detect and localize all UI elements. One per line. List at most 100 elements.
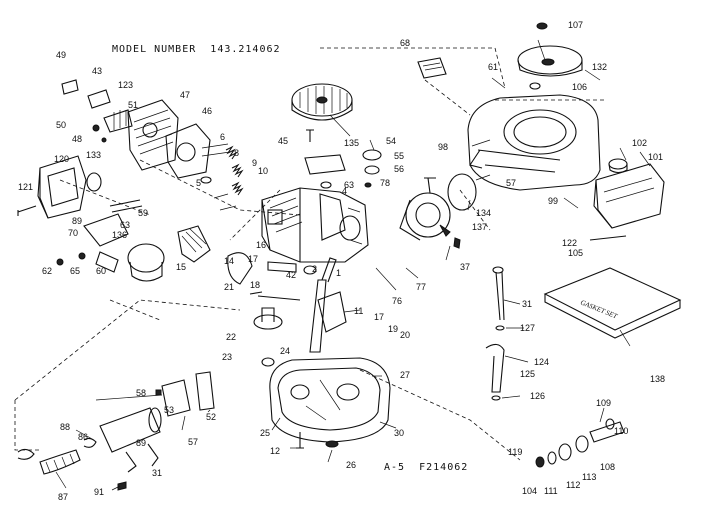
part-callout-104: 104 — [522, 486, 537, 496]
part-callout-2: 2 — [312, 264, 317, 274]
part-callout-48: 48 — [72, 134, 82, 144]
part-callout-11: 11 — [354, 306, 363, 316]
part-callout-77: 77 — [416, 282, 426, 292]
part-callout-89: 89 — [72, 216, 82, 226]
head-gasket — [165, 123, 211, 179]
washer-106 — [529, 82, 541, 90]
part-callout-27: 27 — [400, 370, 410, 380]
screw-91 — [117, 481, 127, 491]
part-callout-25: 25 — [260, 428, 270, 438]
part-callout-43: 43 — [92, 66, 102, 76]
part-callout-23: 23 — [222, 352, 232, 362]
bolt-12 — [296, 432, 304, 449]
part-callout-105: 105 — [568, 248, 583, 258]
starter-cup — [517, 39, 583, 77]
part-callout-19: 19 — [388, 324, 398, 334]
part-callout-50: 50 — [56, 120, 66, 130]
part-callout-65: 65 — [70, 266, 80, 276]
rewind-starter — [399, 177, 451, 241]
part-callout-91: 91 — [94, 487, 104, 497]
exhaust-elbow — [86, 172, 102, 192]
part-callout-60: 60 — [96, 266, 106, 276]
flywheel — [291, 83, 353, 121]
part-callout-57: 57 — [188, 437, 198, 447]
assembly-dashed-lines — [14, 47, 605, 461]
part-callout-56: 56 — [394, 164, 404, 174]
part-callout-14: 14 — [224, 256, 234, 266]
connecting-rod — [267, 261, 317, 275]
part-callout-101: 101 — [648, 152, 663, 162]
part-callout-49: 49 — [56, 50, 66, 60]
part-callout-132: 132 — [592, 62, 607, 72]
page-ref-text: A-5 — [384, 462, 406, 473]
model-number-label: MODEL NUMBER 143.214062 — [112, 44, 281, 55]
part-callout-1: 1 — [336, 268, 341, 278]
part-callout-124: 124 — [534, 357, 549, 367]
bolt-121 — [17, 205, 37, 216]
screw-45 — [306, 129, 314, 142]
part-callout-54: 54 — [386, 136, 396, 146]
part-callout-110: 110 — [614, 426, 628, 436]
starter-spring — [447, 173, 477, 211]
part-callout-17: 17 — [374, 312, 384, 322]
part-callout-113: 113 — [582, 472, 596, 482]
part-callout-127: 127 — [520, 323, 535, 333]
part-callout-123: 123 — [118, 80, 133, 90]
part-callout-21: 21 — [224, 282, 234, 292]
carburetor-assembly — [56, 199, 165, 282]
part-callout-53: 53 — [164, 405, 174, 415]
part-callout-134: 134 — [476, 208, 491, 218]
fuel-tank — [593, 163, 665, 229]
drawing-reference: A-5 F214062 — [384, 462, 468, 473]
part-callout-31: 31 — [152, 468, 162, 478]
part-callout-106: 106 — [572, 82, 587, 92]
fuel-cap — [608, 158, 628, 174]
part-callout-55: 55 — [394, 151, 404, 161]
part-callout-63: 63 — [120, 220, 130, 230]
part-callout-78: 78 — [380, 178, 390, 188]
part-callout-8: 8 — [234, 148, 239, 158]
part-callout-5: 5 — [196, 178, 201, 188]
part-callout-37: 37 — [460, 262, 470, 272]
air-cleaner-assembly — [17, 407, 162, 475]
part-callout-138: 138 — [650, 374, 665, 384]
governor-parts — [362, 139, 382, 188]
part-callout-135: 135 — [344, 138, 359, 148]
part-callout-10: 10 — [258, 166, 268, 176]
part-callout-18: 18 — [250, 280, 260, 290]
valve-springs — [200, 143, 244, 211]
part-callout-46: 46 — [202, 106, 212, 116]
blower-housing — [467, 94, 601, 191]
part-callout-112: 112 — [566, 480, 580, 490]
muffler — [37, 155, 87, 219]
part-callout-30: 30 — [394, 428, 404, 438]
crankshaft — [309, 257, 347, 353]
part-callout-102: 102 — [632, 138, 647, 148]
cylinder-head — [127, 99, 179, 171]
part-callout-42: 42 — [286, 270, 296, 280]
part-callout-119: 119 — [508, 447, 522, 457]
model-label-text: MODEL NUMBER — [112, 44, 197, 55]
part-callout-24: 24 — [280, 346, 290, 356]
part-callout-98: 98 — [438, 142, 448, 152]
gasket-set-box: GASKET SET — [543, 267, 682, 339]
part-callout-45: 45 — [278, 136, 288, 146]
part-callout-136: 136 — [112, 230, 127, 240]
part-callout-12: 12 — [270, 446, 280, 456]
part-callout-87: 87 — [58, 492, 68, 502]
part-callout-122: 122 — [562, 238, 577, 248]
gasket-set-label: GASKET SET — [579, 298, 619, 320]
ignition-module — [304, 154, 346, 189]
drawing-ref-text: F214062 — [419, 462, 469, 473]
part-callout-70: 70 — [68, 228, 78, 238]
part-callout-133: 133 — [86, 150, 101, 160]
part-callout-31: 31 — [522, 299, 532, 309]
part-callout-108: 108 — [600, 462, 615, 472]
part-callout-63: 63 — [344, 180, 354, 190]
part-callout-68: 68 — [400, 38, 410, 48]
drain-plug — [325, 440, 339, 448]
engine-base — [269, 357, 391, 443]
part-callout-58: 58 — [136, 388, 146, 398]
